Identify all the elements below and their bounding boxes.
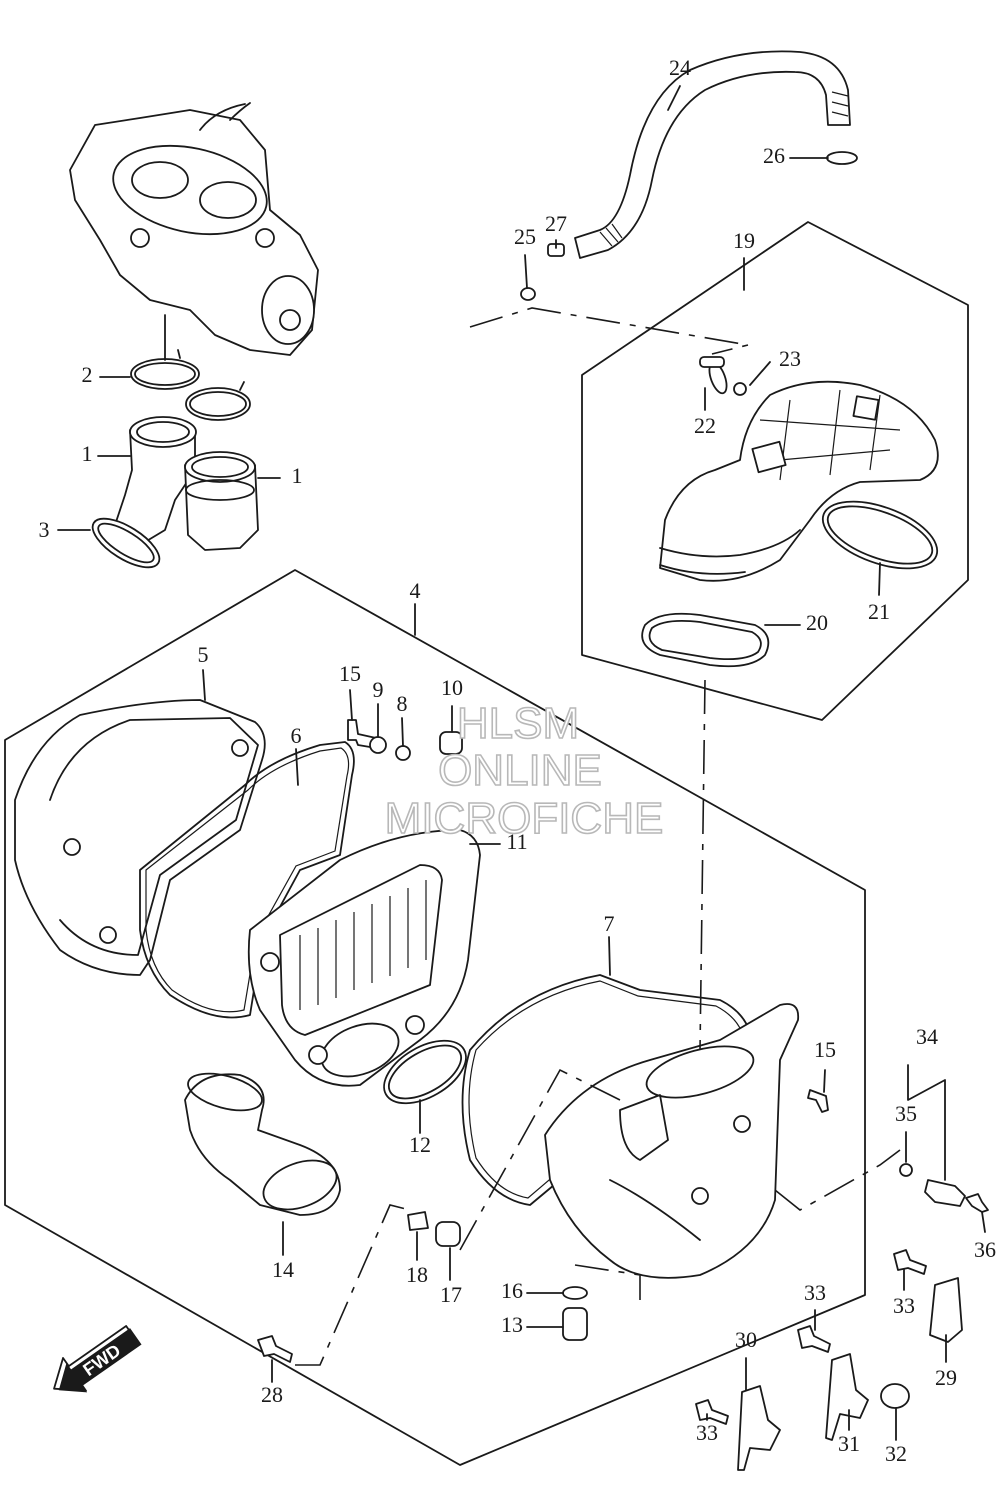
callout-15b: 15 xyxy=(814,1037,836,1062)
callout-33a: 33 xyxy=(893,1293,915,1318)
assembly-line-bolt xyxy=(295,1204,411,1366)
hose-clip-26 xyxy=(826,151,858,165)
assembly-line-sensor xyxy=(774,1149,901,1211)
seal-12 xyxy=(383,1039,467,1105)
bolt-33-c xyxy=(695,1399,729,1425)
grommet-10 xyxy=(439,731,463,755)
sensor-34 xyxy=(924,1179,966,1207)
assembly-line-duct xyxy=(699,679,706,1051)
callout-25: 25 xyxy=(514,224,536,249)
callout-18: 18 xyxy=(406,1262,428,1287)
callout-16: 16 xyxy=(501,1278,523,1303)
intake-pipe-front xyxy=(114,416,197,546)
clip-16 xyxy=(562,1286,588,1300)
assembly-line-plug xyxy=(574,1264,641,1300)
callout-17: 17 xyxy=(440,1282,462,1307)
callout-31: 31 xyxy=(838,1431,860,1456)
callout-10: 10 xyxy=(441,675,463,700)
callout-26: 26 xyxy=(763,143,785,168)
clamp-3 xyxy=(91,517,161,569)
o-ring-35 xyxy=(899,1163,913,1177)
intake-pipe-rear xyxy=(184,451,259,551)
intake-funnel-14 xyxy=(184,1073,341,1216)
callout-labels: 1 1 2 3 4 5 6 7 8 9 10 11 12 13 14 15 15… xyxy=(39,55,997,1466)
callout-12: 12 xyxy=(409,1132,431,1157)
hose-clamp-2b xyxy=(185,387,251,421)
callout-36: 36 xyxy=(974,1237,996,1262)
bracket-29 xyxy=(929,1277,963,1343)
callout-23: 23 xyxy=(779,346,801,371)
bolt-15-right xyxy=(807,1089,829,1113)
watermark-line-1: HLSM xyxy=(457,699,579,748)
grommet-17 xyxy=(435,1221,461,1247)
intake-duct-19 xyxy=(659,356,939,582)
seal-ring-21 xyxy=(821,500,939,570)
callout-1a: 1 xyxy=(82,441,93,466)
leader-lines xyxy=(57,85,986,1441)
drain-plug-13 xyxy=(562,1307,588,1341)
callout-9: 9 xyxy=(373,677,384,702)
air-cleaner-cover xyxy=(14,699,266,976)
collar-9 xyxy=(369,736,387,754)
callout-24: 24 xyxy=(669,55,691,80)
seal-20 xyxy=(641,612,770,668)
throttle-body xyxy=(69,102,319,356)
callout-6: 6 xyxy=(291,723,302,748)
callout-19: 19 xyxy=(733,228,755,253)
callout-1b: 1 xyxy=(292,463,303,488)
callout-5: 5 xyxy=(198,642,209,667)
callout-11: 11 xyxy=(506,829,527,854)
bolt-28 xyxy=(257,1335,293,1363)
air-cleaner-case xyxy=(544,1003,800,1279)
callout-27: 27 xyxy=(545,211,567,236)
bolt-33-a xyxy=(893,1249,927,1275)
callout-30: 30 xyxy=(735,1327,757,1352)
callout-13: 13 xyxy=(501,1312,523,1337)
callout-14: 14 xyxy=(272,1257,294,1282)
callout-21: 21 xyxy=(868,599,890,624)
air-cleaner-group-box xyxy=(4,569,866,1466)
callout-33c: 33 xyxy=(696,1420,718,1445)
callout-35: 35 xyxy=(895,1101,917,1126)
callout-20: 20 xyxy=(806,610,828,635)
bolt-33-b xyxy=(797,1325,831,1353)
callout-28: 28 xyxy=(261,1382,283,1407)
callout-3: 3 xyxy=(39,517,50,542)
assembly-line-grommet xyxy=(459,1068,621,1251)
grommet-18 xyxy=(407,1211,429,1231)
callout-32: 32 xyxy=(885,1441,907,1466)
bushing-32 xyxy=(880,1383,910,1409)
callout-33b: 33 xyxy=(804,1280,826,1305)
callout-22: 22 xyxy=(694,413,716,438)
callout-29: 29 xyxy=(935,1365,957,1390)
breather-hose xyxy=(574,50,851,259)
callout-34: 34 xyxy=(916,1024,938,1049)
washer-8 xyxy=(395,745,411,761)
watermark-line-2: ONLINE xyxy=(438,746,602,795)
cover-gasket xyxy=(139,741,355,1019)
screw-36 xyxy=(965,1193,989,1213)
watermark-line-3: MICROFICHE xyxy=(385,794,664,843)
callout-7: 7 xyxy=(604,911,615,936)
fwd-arrow: FWD xyxy=(53,1325,142,1393)
watermark: HLSM ONLINE MICROFICHE xyxy=(384,698,664,844)
callout-8: 8 xyxy=(397,691,408,716)
callout-2: 2 xyxy=(82,362,93,387)
callout-15a: 15 xyxy=(339,661,361,686)
bracket-31 xyxy=(825,1353,869,1441)
clamp-23 xyxy=(733,382,747,396)
bracket-30 xyxy=(737,1385,781,1471)
clip-25 xyxy=(520,287,536,301)
assembly-line-breather xyxy=(469,307,749,355)
callout-4: 4 xyxy=(410,578,421,603)
intake-duct-group-box xyxy=(581,221,969,721)
